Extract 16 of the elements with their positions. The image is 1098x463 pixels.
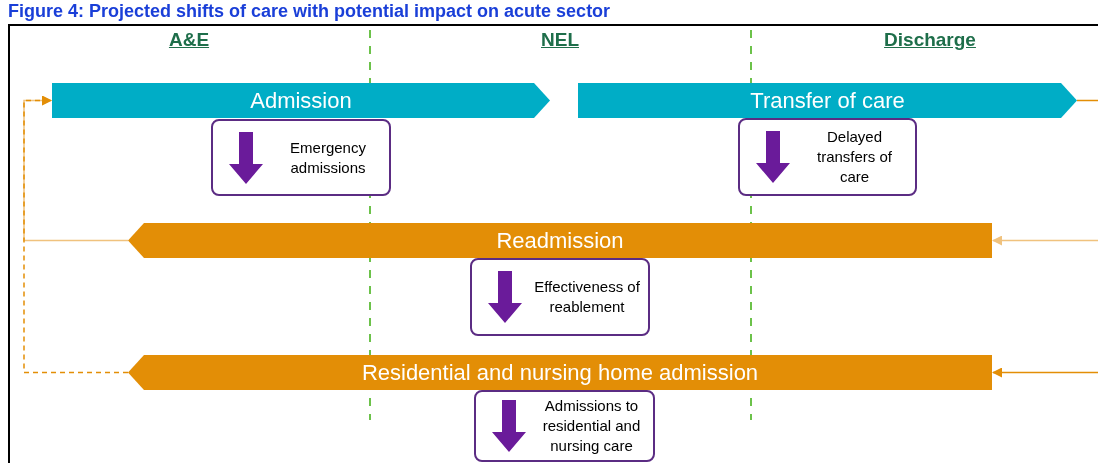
figure-title: Figure 4: Projected shifts of care with potential impact on acute sector xyxy=(8,0,611,22)
impact-box xyxy=(211,119,391,196)
band-label: Residential and nursing home admission xyxy=(361,361,759,384)
box-text: Emergency admissions xyxy=(289,137,367,178)
impact-box xyxy=(470,258,650,336)
connector-arrow xyxy=(992,235,1098,246)
band-label: Admission xyxy=(250,89,352,112)
band-label: Readmission xyxy=(496,229,624,252)
connector-arrow xyxy=(992,367,1098,378)
band-label: Transfer of care xyxy=(750,89,905,112)
impact-box xyxy=(474,390,655,462)
connector-arrow xyxy=(23,95,129,374)
box-text: Delayed transfers of care xyxy=(816,127,893,187)
box-text: Admissions to residential and nursing care xyxy=(541,396,642,456)
impact-box xyxy=(738,118,917,196)
box-text: Effectiveness of reablement xyxy=(534,277,640,317)
